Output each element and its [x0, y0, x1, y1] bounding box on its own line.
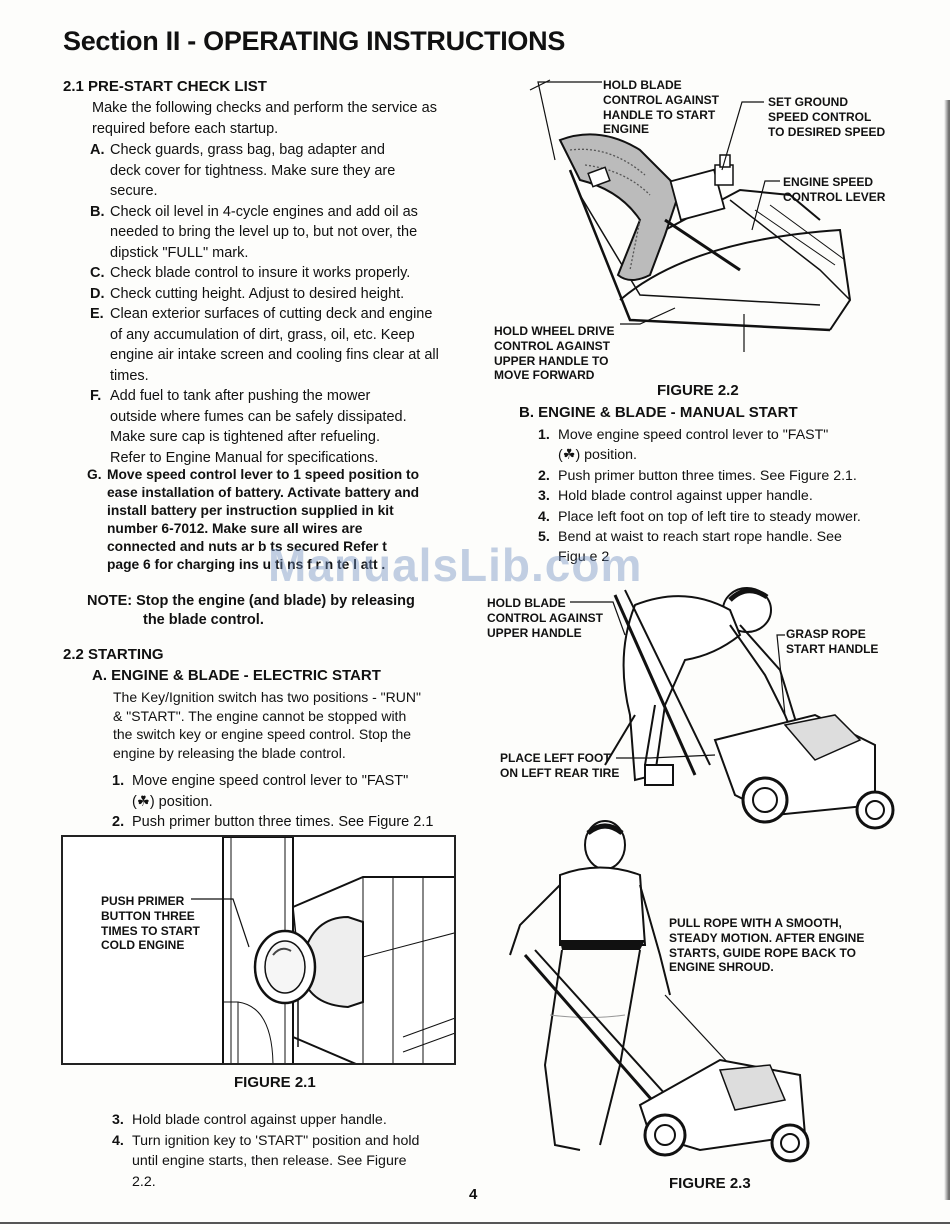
- fig22-hold-blade-label: HOLD BLADE CONTROL AGAINST HANDLE TO STA…: [603, 78, 719, 137]
- intro-line: Make the following checks and perform th…: [92, 100, 437, 116]
- page-number: 4: [469, 1186, 478, 1203]
- scan-edge-shadow: [944, 100, 950, 1200]
- manual-start-heading: B. ENGINE & BLADE - MANUAL START: [519, 404, 798, 421]
- electric-start-paragraph: The Key/Ignition switch has two position…: [113, 689, 421, 761]
- checklist-item-c: C. Check blade control to insure it work…: [90, 265, 411, 281]
- figure-2-3-lower-illustration: [509, 820, 810, 1163]
- fig23-pull-label: PULL ROPE WITH A SMOOTH, STEADY MOTION. …: [669, 916, 865, 975]
- figure-2-1: PUSH PRIMER BUTTON THREE TIMES TO START …: [61, 835, 456, 1065]
- electric-steps-1: 1. Move engine speed control lever to "F…: [112, 773, 434, 830]
- checklist-item-d: D. Check cutting height. Adjust to desir…: [90, 285, 405, 302]
- figure-2-1-caption: FIGURE 2.1: [234, 1074, 316, 1091]
- primer-label: PUSH PRIMER BUTTON THREE TIMES TO START …: [101, 894, 200, 953]
- fig23-hold-blade-label: HOLD BLADE CONTROL AGAINST UPPER HANDLE: [487, 596, 603, 640]
- primer-button-illustration: [191, 837, 454, 1063]
- electric-start-heading: A. ENGINE & BLADE - ELECTRIC START: [92, 667, 381, 684]
- figure-2-3-upper-illustration: [570, 587, 895, 830]
- fig22-engine-speed-label: ENGINE SPEED CONTROL LEVER: [783, 175, 886, 204]
- figure-2-3-caption: FIGURE 2.3: [669, 1175, 751, 1192]
- fig23-grasp-label: GRASP ROPE START HANDLE: [786, 627, 879, 656]
- intro-line: required before each startup.: [92, 120, 279, 137]
- section-title: Section II - OPERATING INSTRUCTIONS: [63, 26, 566, 56]
- manual-steps: 1. Move engine speed control lever to "F…: [538, 427, 861, 566]
- scan-bottom-edge: [0, 1222, 950, 1224]
- electric-steps-2: 3. Hold blade control against upper hand…: [112, 1112, 420, 1190]
- fig23-foot-label: PLACE LEFT FOOT ON LEFT REAR TIRE: [500, 751, 620, 780]
- figure-2-2-caption: FIGURE 2.2: [657, 382, 739, 399]
- checklist-item-f: F. Add fuel to tank after pushing the mo…: [90, 388, 407, 466]
- checklist-item-a: A. Check guards, grass bag, bag adapter …: [90, 142, 396, 199]
- checklist-item-b: B. Check oil level in 4-cycle engines an…: [90, 203, 418, 261]
- prestart-intro: Make the following checks and perform th…: [92, 98, 462, 139]
- note: NOTE: Stop the engine (and blade) by rel…: [87, 593, 415, 628]
- fig22-ground-speed-label: SET GROUND SPEED CONTROL TO DESIRED SPEE…: [768, 95, 886, 139]
- watermark: ManualsLib.com: [268, 539, 643, 591]
- starting-heading: 2.2 STARTING: [63, 646, 164, 663]
- figure-2-2-illustration: [529, 79, 852, 352]
- fig22-wheel-drive-label: HOLD WHEEL DRIVE CONTROL AGAINST UPPER H…: [494, 324, 615, 383]
- checklist-item-e: E. Clean exterior surfaces of cutting de…: [90, 306, 439, 384]
- checklist-item-g: G. Move speed control lever to 1 speed p…: [87, 467, 420, 572]
- prestart-heading: 2.1 PRE-START CHECK LIST: [63, 78, 267, 95]
- checklist: A. Check guards, grass bag, bag adapter …: [90, 140, 456, 468]
